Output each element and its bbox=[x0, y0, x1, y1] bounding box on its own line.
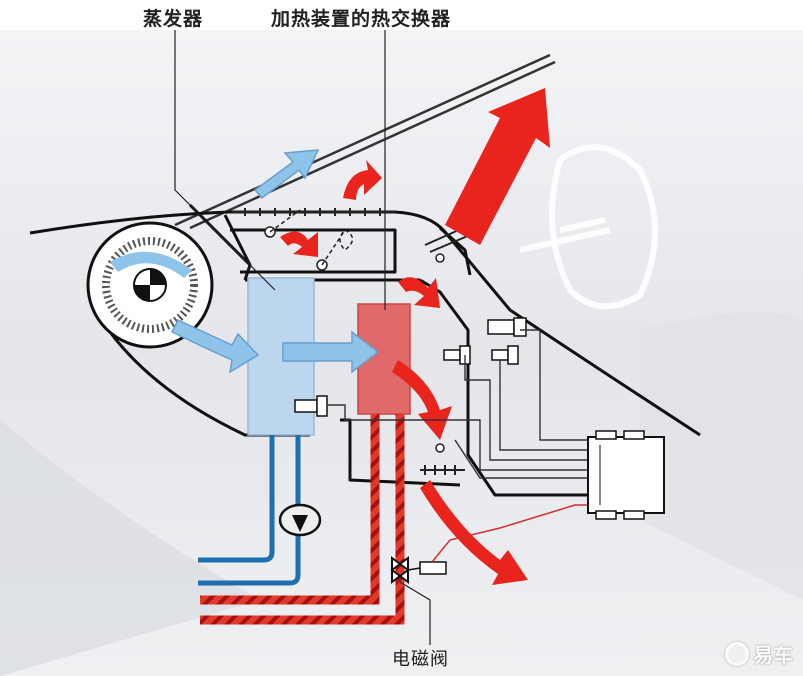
watermark-logo: 易车 bbox=[725, 639, 793, 668]
watermark-text: 易车 bbox=[753, 643, 793, 667]
top-louvres bbox=[232, 208, 395, 216]
evaporator-label: 蒸发器 bbox=[143, 8, 204, 30]
blower-fan bbox=[86, 221, 214, 349]
solenoid-valve bbox=[390, 504, 600, 584]
leader-lines bbox=[174, 30, 431, 645]
sensors bbox=[294, 317, 527, 417]
control-unit bbox=[587, 430, 665, 520]
steering-wheel bbox=[519, 144, 658, 310]
heat-exchanger-label: 加热装置的热交换器 bbox=[271, 8, 452, 30]
solenoid-valve-label: 电磁阀 bbox=[392, 649, 449, 670]
car-body-shading bbox=[0, 420, 260, 676]
windshield bbox=[174, 53, 556, 230]
flaps bbox=[264, 209, 445, 453]
water-pump bbox=[278, 503, 322, 537]
hot-water-pipes bbox=[200, 414, 405, 625]
logo-ring-icon bbox=[725, 641, 749, 666]
door-panel-shading bbox=[640, 312, 803, 600]
cold-air-arrows bbox=[170, 149, 380, 374]
cold-water-pipes bbox=[198, 435, 301, 586]
wiring bbox=[327, 329, 590, 479]
dash-vent-louvres bbox=[420, 224, 471, 475]
